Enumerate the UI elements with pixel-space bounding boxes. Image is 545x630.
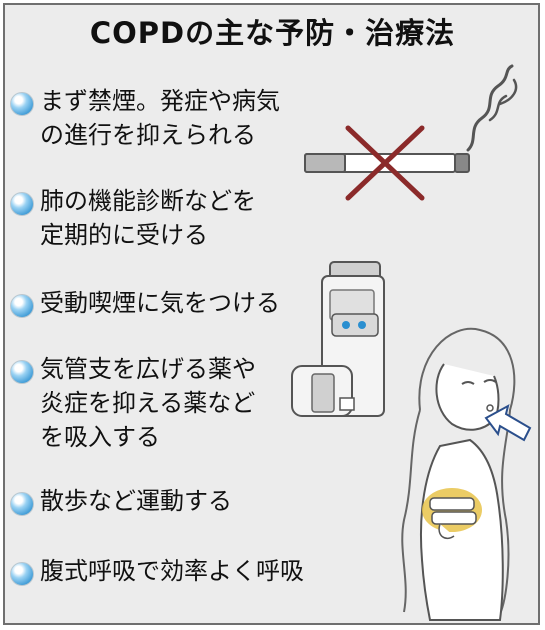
- bullet-icon: [10, 294, 34, 318]
- woman-illustration: [401, 327, 532, 621]
- bullet-icon: [10, 92, 34, 116]
- list-item-abdominal-breathing: 腹式呼吸で効率よく呼吸: [10, 554, 304, 588]
- list-item-lung-check: 肺の機能診断などを 定期的に受ける: [10, 184, 256, 252]
- bullet-icon: [10, 492, 34, 516]
- inhaler-icon: [291, 261, 385, 417]
- bullet-icon: [10, 360, 34, 384]
- list-item-exercise: 散歩など運動する: [10, 484, 232, 518]
- list-item-passive-smoking: 受動喫煙に気をつける: [10, 286, 280, 320]
- no-smoking-icon: [304, 64, 518, 201]
- list-item-inhale-medicine: 気管支を広げる薬や 炎症を抑える薬など を吸入する: [10, 352, 256, 454]
- bullet-icon: [10, 192, 34, 216]
- list-item-quit-smoking: まず禁煙。発症や病気 の進行を抑えられる: [10, 84, 280, 152]
- bullet-icon: [10, 562, 34, 586]
- page-title: COPDの主な予防・治療法: [89, 16, 456, 50]
